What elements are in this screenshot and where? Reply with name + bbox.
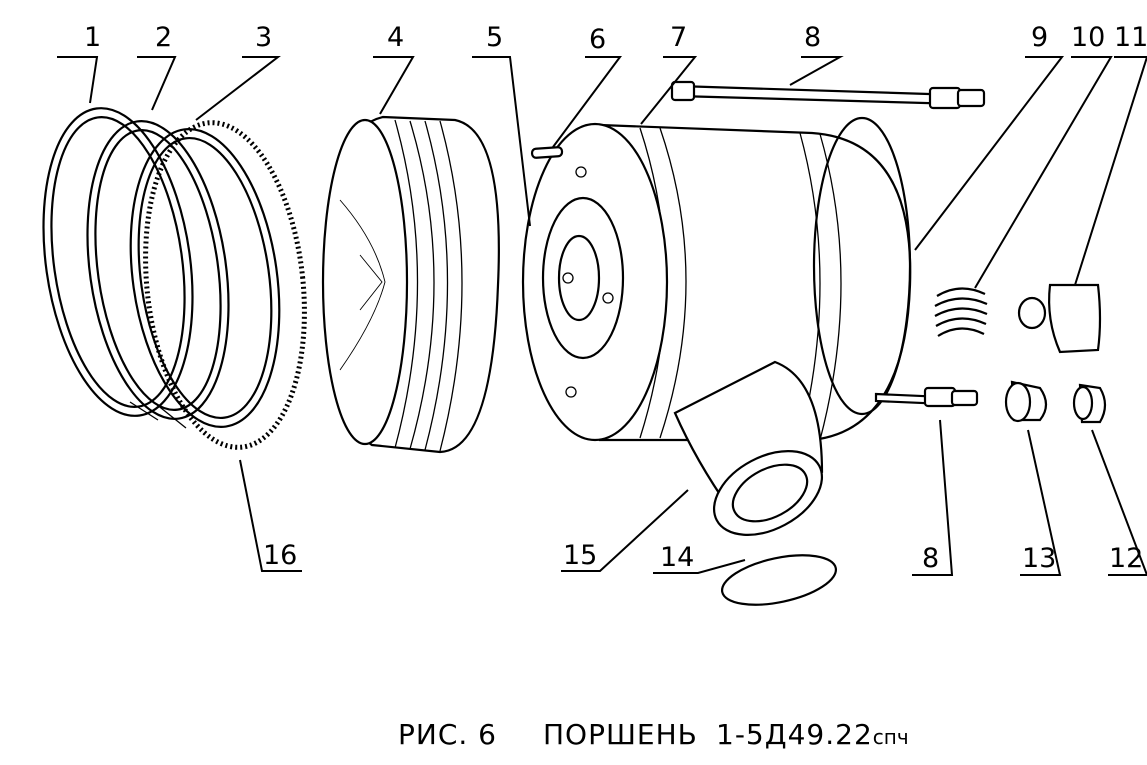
piston-body [521, 116, 912, 442]
callout-8-top: 8 [804, 22, 821, 53]
piston-pin [673, 360, 824, 536]
piston-rings [42, 107, 281, 429]
callout-1: 1 [84, 22, 101, 53]
callout-11: 11 [1114, 22, 1147, 53]
callout-3: 3 [255, 22, 272, 53]
oil-tube-lower [874, 386, 979, 408]
figure-caption: РИС. 6 ПОРШЕНЬ 1-5Д49.22спч [0, 712, 1147, 762]
callout-8-bottom: 8 [922, 543, 939, 574]
callout-16: 16 [263, 540, 297, 571]
nut [1072, 383, 1107, 424]
callout-2: 2 [155, 22, 172, 53]
pin [530, 146, 564, 159]
callout-10: 10 [1071, 22, 1105, 53]
callout-7: 7 [670, 22, 687, 53]
bushing [1004, 380, 1048, 423]
figure-title: ПОРШЕНЬ [543, 718, 698, 751]
valve [1017, 283, 1102, 354]
callout-15: 15 [563, 540, 597, 571]
callout-4: 4 [387, 22, 404, 53]
callout-numbers: 1 2 3 4 5 6 7 8 9 10 11 16 15 14 8 13 12 [84, 22, 1147, 574]
expander-spring [143, 120, 307, 450]
drawing-code: 1-5Д49.22спч [716, 718, 909, 751]
oil-tube-upper [670, 80, 986, 110]
piston-crown [321, 115, 500, 454]
drawing-code-number: 1-5Д49.22 [716, 718, 873, 751]
spring [934, 287, 988, 337]
callout-12: 12 [1109, 543, 1143, 574]
figure-label: РИС. 6 [398, 718, 497, 751]
snap-ring [720, 554, 838, 606]
callout-9: 9 [1031, 22, 1048, 53]
callout-6: 6 [589, 24, 606, 55]
drawing-code-suffix: спч [872, 725, 909, 749]
leader-lines [57, 56, 1147, 576]
callout-14: 14 [660, 542, 694, 573]
callout-13: 13 [1022, 543, 1056, 574]
callout-5: 5 [486, 22, 503, 53]
